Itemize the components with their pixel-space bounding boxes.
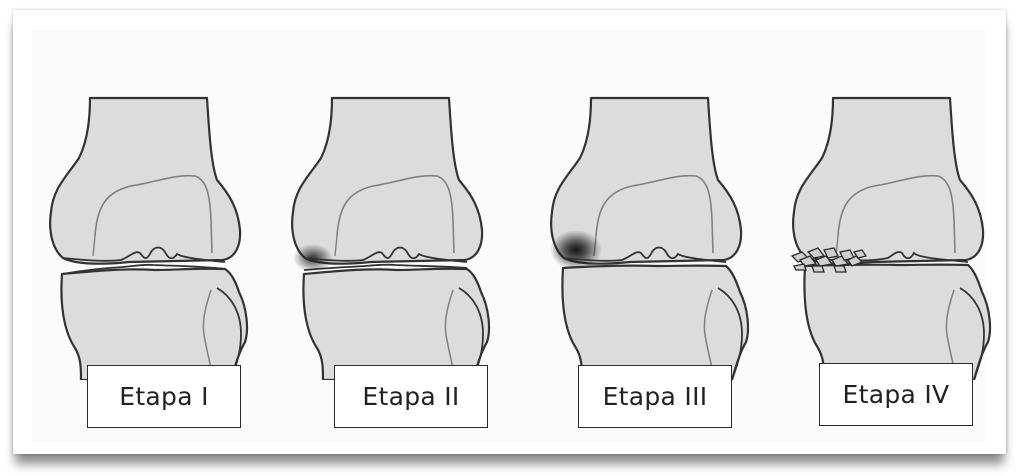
stage-4-knee [778,90,1008,380]
stage-1-knee [35,90,265,380]
stage-label-3: Etapa III [578,365,732,428]
figure-frame: Etapa I Etapa II Etapa III Etapa IV [13,10,1006,454]
tibia-bone [562,266,748,380]
tibia-bone [303,269,489,380]
stage-label-1: Etapa I [87,365,241,428]
lesion-spot [550,230,602,270]
figure-canvas: Etapa I Etapa II Etapa III Etapa IV [32,30,987,442]
stage-label-4: Etapa IV [819,363,973,426]
stage-label-2: Etapa II [334,365,488,428]
stage-3-knee [536,90,766,380]
stage-2-knee [277,90,507,380]
tibia-bone [61,269,247,380]
